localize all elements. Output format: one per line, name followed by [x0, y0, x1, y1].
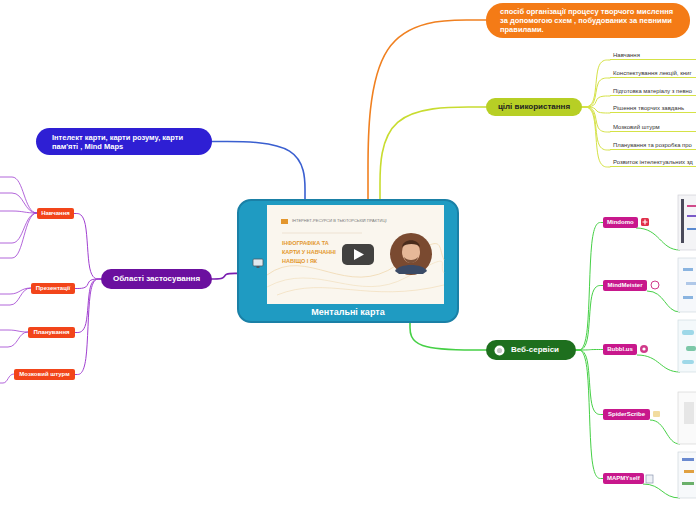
node-text: Рішення творчих завдань — [613, 105, 684, 112]
screenshot-line — [647, 291, 680, 312]
service-icon — [653, 411, 660, 417]
branch-connector — [74, 214, 101, 280]
area-box: Мозковий штурм — [14, 369, 75, 380]
service-icons — [640, 218, 660, 483]
node-text: Мозковий штурм — [19, 371, 69, 378]
goal-item: Підготовка матеріалу з певно — [610, 86, 696, 96]
branch-line — [0, 211, 37, 213]
central-topic: Ментальні карта — [237, 199, 459, 323]
branch-connector — [582, 78, 610, 107]
screenshot-line — [650, 420, 680, 444]
service-icon — [641, 218, 649, 226]
node-text: Конспектування лекцій, книг — [613, 70, 692, 77]
node-text: Планування — [33, 329, 69, 336]
screenshot — [678, 258, 696, 312]
branch-connector — [410, 323, 486, 350]
node-text: MindMeister — [607, 282, 642, 289]
synonyms-bubble: Інтелект карти, карти розуму, карти пам'… — [36, 128, 212, 155]
node-text: Підготовка матеріалу з певно — [613, 88, 692, 95]
branch-line — [0, 332, 28, 347]
screenshot — [678, 320, 696, 372]
branch-connector — [75, 279, 101, 375]
branch-line — [0, 213, 37, 258]
service-box: SpiderScribe — [603, 409, 650, 420]
branch-line — [0, 213, 37, 243]
screenshot-line — [643, 484, 680, 498]
goal-item: Планування та розробка про — [610, 140, 696, 150]
branch-line — [0, 330, 28, 332]
node-text: спосіб організації процесу творчого мисл… — [500, 7, 676, 34]
branch-connector — [582, 107, 610, 167]
node-text: Bubbl.us — [607, 346, 633, 353]
screenshot-line — [637, 355, 680, 372]
globe-icon — [495, 345, 505, 355]
branch-connector — [75, 279, 101, 289]
service-icon — [640, 345, 648, 353]
branch-connector — [368, 20, 486, 199]
screenshot-links — [636, 228, 680, 498]
screenshot — [678, 195, 696, 250]
node-text: Веб-сервіси — [511, 345, 559, 355]
area-box: Презентації — [31, 283, 75, 294]
monitor-icon — [253, 259, 263, 268]
node-text: Області застосування — [113, 274, 200, 284]
branch-topic: цілі використання — [486, 98, 582, 116]
service-box: Mindomo — [603, 217, 638, 228]
globe-icon — [494, 345, 505, 356]
node-text: Планування та розробка про — [613, 142, 692, 149]
goal-item: Навчання — [610, 50, 696, 60]
service-icon — [643, 220, 648, 225]
video-frame — [267, 205, 444, 304]
branch-topic: Веб-сервіси — [486, 340, 576, 360]
node-text: MAPMYself — [607, 475, 640, 482]
node-text: SpiderScribe — [608, 411, 645, 418]
screenshot-line — [636, 228, 680, 250]
goal-item: Мозковий штурм — [610, 122, 696, 132]
node-text: Презентації — [36, 285, 71, 292]
node-text: Мозковий штурм — [613, 124, 660, 131]
node-text: цілі використання — [498, 102, 570, 112]
branch-connector — [576, 350, 603, 479]
branch-line — [0, 177, 37, 213]
branch-connector — [380, 107, 486, 199]
service-box: MAPMYself — [603, 473, 644, 484]
branch-connector — [582, 96, 610, 107]
branch-line — [0, 288, 31, 305]
goal-item: Конспектування лекцій, книг — [610, 68, 696, 78]
globe-icon — [497, 347, 502, 352]
area-box: Планування — [28, 327, 75, 338]
service-box: MindMeister — [603, 280, 647, 291]
branch-line — [0, 374, 14, 383]
service-icon — [651, 281, 659, 289]
branch-connector — [212, 273, 237, 279]
definition-bubble: спосіб організації процесу творчого мисл… — [486, 3, 690, 38]
branch-connector — [582, 107, 610, 150]
video-thumbnail — [239, 201, 457, 321]
screenshots — [678, 195, 696, 498]
branch-connector — [582, 107, 610, 113]
service-box: Bubbl.us — [603, 344, 637, 355]
sub-branches — [0, 177, 37, 383]
node-text: Навчання — [613, 52, 640, 59]
service-icon — [646, 475, 653, 483]
branch-line — [0, 193, 37, 213]
node-text: Інтелект карти, карти розуму, карти пам'… — [52, 133, 196, 151]
branch-connector — [576, 286, 603, 351]
branch-topic: Області застосування — [101, 269, 212, 289]
branch-connector — [212, 142, 305, 200]
goal-item: Розвиток інтелектуальних зд — [610, 157, 696, 167]
node-text: Ментальні карта — [311, 307, 384, 318]
branch-connector — [576, 223, 603, 351]
screenshot — [678, 392, 696, 444]
node-text: Навчання — [41, 210, 70, 217]
branch-connector — [582, 60, 610, 107]
node-text: Mindomo — [607, 219, 634, 226]
screenshot — [678, 452, 696, 498]
node-text: Розвиток інтелектуальних зд — [613, 159, 693, 166]
goal-item: Рішення творчих завдань — [610, 103, 696, 113]
area-box: Навчання — [37, 208, 74, 219]
service-icon — [642, 347, 645, 350]
